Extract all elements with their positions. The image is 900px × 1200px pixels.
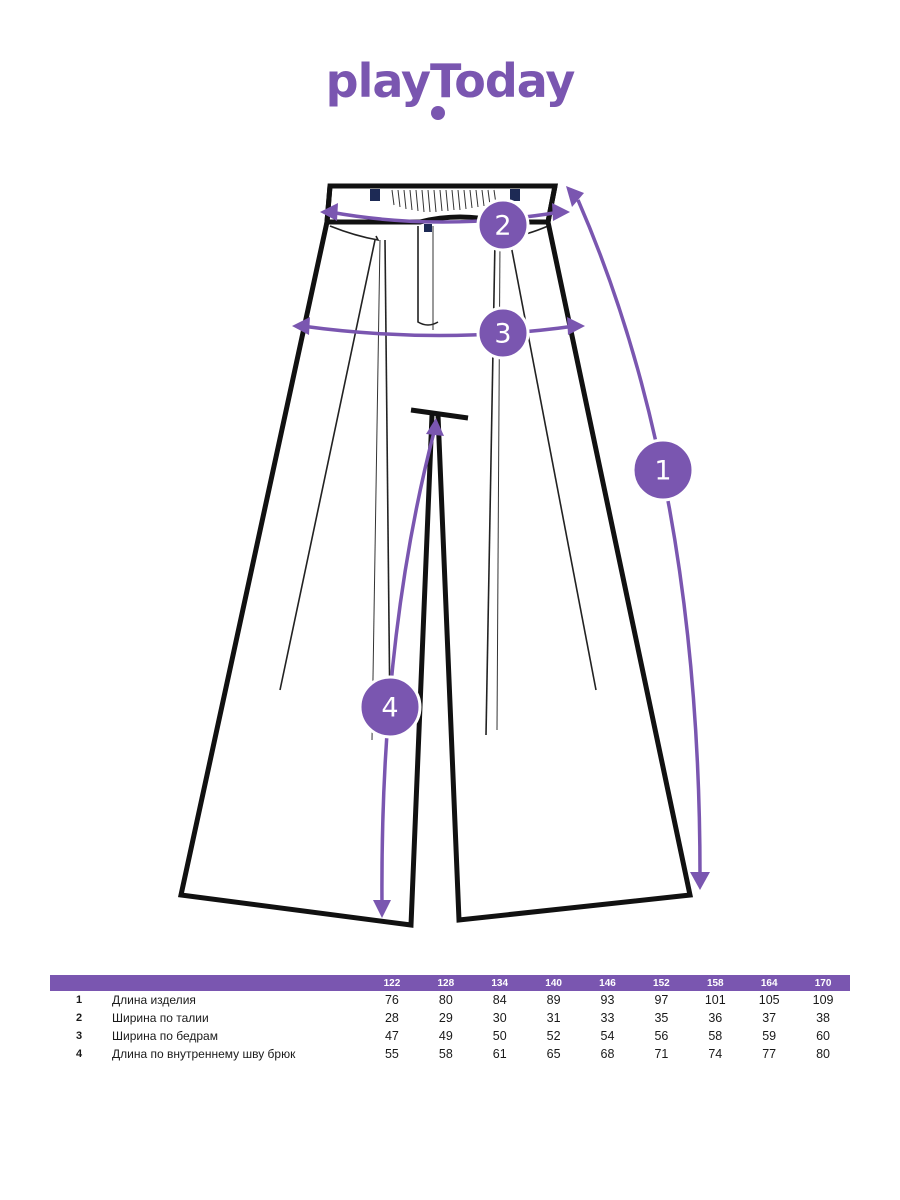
- row-value: 68: [600, 1047, 615, 1061]
- row-value: 74: [708, 1047, 723, 1061]
- row-value: 101: [704, 993, 726, 1007]
- marker-3-label: 3: [494, 319, 511, 350]
- fly-stitch: [417, 226, 439, 326]
- row-name: Ширина по бедрам: [112, 1029, 218, 1043]
- table-row: 1 Длина изделия 76 80 84 89 93 97 101 10…: [50, 991, 850, 1009]
- row-number: 2: [76, 1012, 83, 1024]
- left-leg-outline: [177, 185, 435, 928]
- row-value: 80: [816, 1047, 831, 1061]
- marker-4: 4: [358, 675, 422, 739]
- row-value: 31: [546, 1011, 561, 1025]
- table-row: 4 Длина по внутреннему шву брюк 55 58 61…: [50, 1045, 850, 1063]
- row-value: 47: [384, 1029, 399, 1043]
- header-size: 170: [796, 975, 851, 991]
- header-num: [50, 975, 112, 991]
- measurement-inseam-length: [373, 418, 444, 918]
- trousers-technical-drawing: 2 3 1 4: [177, 183, 710, 928]
- marker-2: 2: [476, 198, 530, 252]
- row-name: Длина изделия: [112, 993, 196, 1007]
- row-value: 109: [812, 993, 834, 1007]
- row-value: 56: [654, 1029, 669, 1043]
- row-value: 29: [438, 1011, 453, 1025]
- crotch-seam: [410, 407, 469, 421]
- row-value: 35: [654, 1011, 669, 1025]
- marker-4-label: 4: [381, 693, 398, 724]
- measurement-product-length: [566, 186, 710, 890]
- row-value: 76: [384, 993, 399, 1007]
- row-value: 60: [816, 1029, 831, 1043]
- row-number: 4: [76, 1048, 83, 1060]
- table-row: 3 Ширина по бедрам 47 49 50 52 54 56 58 …: [50, 1027, 850, 1045]
- row-number: 1: [76, 994, 83, 1006]
- row-value: 38: [816, 1011, 831, 1025]
- row-value: 58: [438, 1047, 453, 1061]
- measurement-waist-width: [320, 203, 570, 224]
- brand-logo-text: playToday: [326, 55, 576, 108]
- row-value: 54: [600, 1029, 615, 1043]
- row-value: 84: [492, 993, 507, 1007]
- header-size: 152: [634, 975, 689, 991]
- size-table: 122 128 134 140 146 152 158 164 170 1 Дл…: [50, 975, 851, 1063]
- row-value: 33: [600, 1011, 615, 1025]
- belt-loop-left: [370, 189, 380, 201]
- right-leg-outline: [435, 185, 694, 923]
- marker-2-label: 2: [494, 211, 511, 242]
- size-table-header: 122 128 134 140 146 152 158 164 170: [50, 975, 851, 991]
- pleat-right-outer: [509, 239, 597, 691]
- header-size: 122: [365, 975, 419, 991]
- marker-1-label: 1: [654, 456, 671, 487]
- row-value: 80: [438, 993, 453, 1007]
- brand-logo: playToday: [326, 55, 576, 120]
- header-name: [112, 975, 365, 991]
- row-value: 97: [654, 993, 669, 1007]
- row-value: 61: [492, 1047, 507, 1061]
- button: [424, 224, 432, 232]
- pocket-left: [329, 225, 380, 242]
- row-value: 50: [492, 1029, 507, 1043]
- pleat-left-outer: [279, 239, 376, 691]
- row-name: Длина по внутреннему шву брюк: [112, 1047, 296, 1061]
- row-value: 93: [600, 993, 615, 1007]
- row-value: 36: [708, 1011, 723, 1025]
- row-value: 49: [438, 1029, 453, 1043]
- belt-loop-right: [510, 189, 520, 201]
- marker-3: 3: [476, 306, 530, 360]
- row-value: 30: [492, 1011, 507, 1025]
- row-value: 58: [708, 1029, 723, 1043]
- header-size: 128: [418, 975, 473, 991]
- header-size: 158: [688, 975, 743, 991]
- row-value: 52: [546, 1029, 561, 1043]
- marker-1: 1: [631, 438, 695, 502]
- row-name: Ширина по талии: [112, 1011, 209, 1025]
- header-size: 140: [526, 975, 581, 991]
- row-value: 65: [546, 1047, 561, 1061]
- row-value: 71: [654, 1047, 669, 1061]
- pleat-left-inner: [384, 239, 391, 721]
- row-number: 3: [76, 1030, 83, 1042]
- row-value: 59: [762, 1029, 777, 1043]
- header-size: 134: [472, 975, 527, 991]
- row-value: 28: [384, 1011, 399, 1025]
- row-value: 55: [384, 1047, 399, 1061]
- table-row: 2 Ширина по талии 28 29 30 31 33 35 36 3…: [50, 1009, 850, 1027]
- row-value: 37: [762, 1011, 777, 1025]
- header-size: 164: [742, 975, 797, 991]
- row-value: 105: [758, 993, 780, 1007]
- row-value: 77: [762, 1047, 777, 1061]
- row-value: 89: [546, 993, 561, 1007]
- brand-logo-dot: [431, 106, 445, 120]
- header-size: 146: [580, 975, 635, 991]
- measurement-hip-width: [292, 317, 585, 338]
